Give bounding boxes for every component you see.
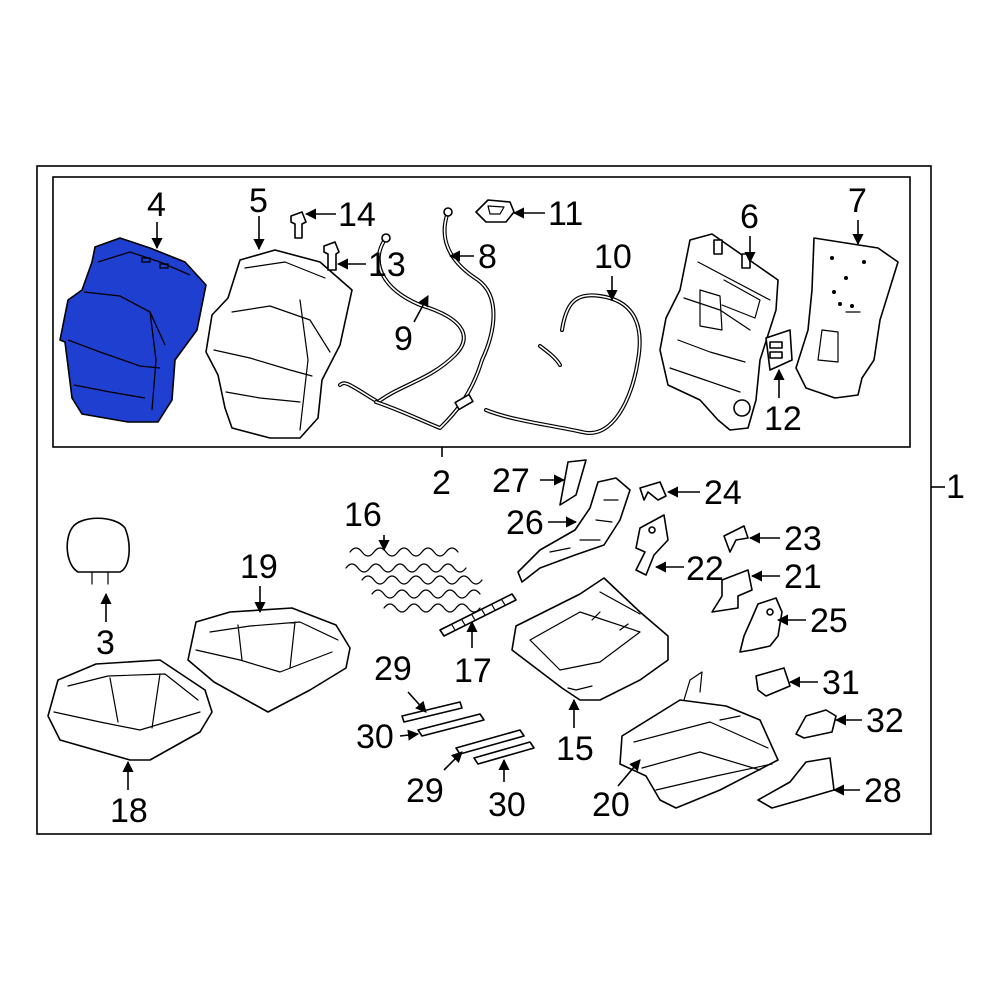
callout-15: 15 <box>556 730 594 768</box>
cushion-pad-part[interactable] <box>187 607 351 713</box>
callout-29-upper: 29 <box>374 650 412 688</box>
callout-17: 17 <box>454 652 492 690</box>
callout-20: 20 <box>592 786 630 824</box>
bracket-part-23[interactable] <box>723 525 749 553</box>
callout-9: 9 <box>394 320 413 358</box>
clip-part-13[interactable] <box>323 241 340 271</box>
callout-23: 23 <box>784 520 822 558</box>
callout-30-upper: 30 <box>356 718 394 756</box>
bracket-part-31[interactable] <box>755 667 791 697</box>
callout-4: 4 <box>147 186 166 224</box>
callout-6: 6 <box>740 198 759 236</box>
seatback-frame-part[interactable] <box>659 233 779 431</box>
seatback-pad-part[interactable] <box>205 249 353 439</box>
callout-25: 25 <box>810 602 848 640</box>
callout-28: 28 <box>864 772 902 810</box>
bracket-part-21[interactable] <box>711 569 753 613</box>
rod-part-17[interactable] <box>439 593 517 637</box>
cushion-cover-part[interactable] <box>47 659 213 761</box>
trim-part-27[interactable] <box>559 459 587 506</box>
seat-frame-part[interactable] <box>511 577 669 701</box>
rail-part-29-upper[interactable] <box>401 701 463 723</box>
bracket-part-25[interactable] <box>739 597 783 653</box>
callout-32: 32 <box>866 702 904 740</box>
callout-16: 16 <box>344 496 382 534</box>
callout-7: 7 <box>848 182 867 220</box>
callout-24: 24 <box>704 474 742 512</box>
rail-part-30-lower[interactable] <box>473 741 535 765</box>
callout-3: 3 <box>96 624 115 662</box>
cable-part-8[interactable] <box>374 207 496 430</box>
callout-11: 11 <box>548 195 583 233</box>
rail-part-30-upper[interactable] <box>417 713 485 737</box>
callout-19: 19 <box>240 548 278 586</box>
side-shield-part[interactable] <box>517 477 631 583</box>
seatback-cover-part[interactable] <box>59 237 207 423</box>
callout-10: 10 <box>594 238 632 276</box>
callout-1: 1 <box>946 468 965 506</box>
callout-14: 14 <box>338 196 376 234</box>
switch-part-12[interactable] <box>765 329 793 371</box>
trim-part-28[interactable] <box>757 757 835 809</box>
bracket-part-22[interactable] <box>635 514 669 576</box>
callout-8: 8 <box>478 238 497 276</box>
bracket-part-32[interactable] <box>795 709 837 739</box>
callout-21: 21 <box>784 558 822 596</box>
callout-26: 26 <box>506 504 544 542</box>
callout-5: 5 <box>249 182 268 220</box>
callout-27: 27 <box>492 462 530 500</box>
seat-adjuster-part[interactable] <box>619 671 779 809</box>
callout-30-lower: 30 <box>488 786 526 824</box>
callout-12: 12 <box>764 400 802 438</box>
callout-22: 22 <box>686 550 724 588</box>
callout-2: 2 <box>432 464 451 502</box>
clip-part-14[interactable] <box>290 211 307 239</box>
bracket-part-24[interactable] <box>639 481 667 501</box>
callout-29-lower: 29 <box>406 772 444 810</box>
back-panel-part[interactable] <box>795 237 899 399</box>
seatback-subassembly-frame <box>52 176 911 448</box>
callout-18: 18 <box>110 792 148 830</box>
headrest-part[interactable] <box>66 517 130 585</box>
leader-lines <box>100 207 864 796</box>
spring-set-part[interactable] <box>345 547 483 613</box>
assembly-frame <box>36 165 932 835</box>
bracket-part-11[interactable] <box>475 199 515 223</box>
cable-part-10[interactable] <box>484 293 642 436</box>
callout-31: 31 <box>822 664 860 702</box>
callout-labels: 1 2 3 4 5 6 7 8 9 10 11 12 13 14 15 16 1… <box>96 182 965 830</box>
cable-part-9[interactable] <box>338 233 466 404</box>
callout-13: 13 <box>368 246 406 284</box>
